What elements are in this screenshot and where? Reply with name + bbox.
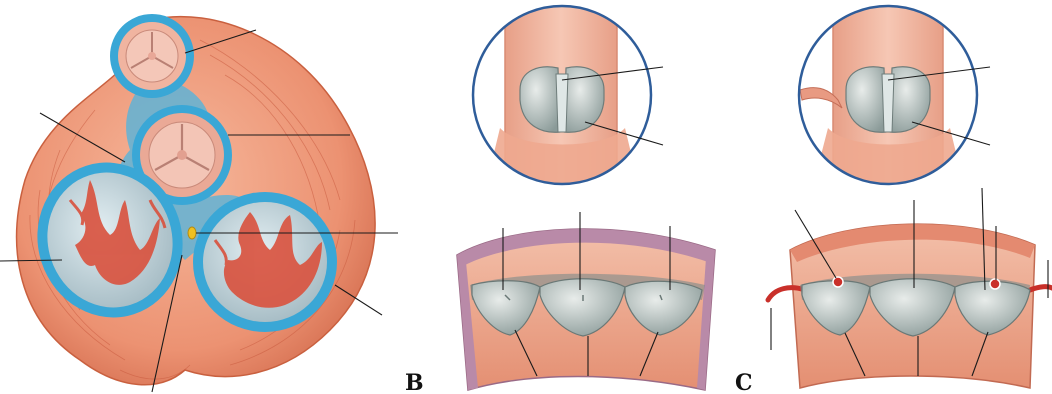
- panel-c-opened-aorta: [768, 224, 1052, 388]
- panel-c-aortic-valve: C: [735, 0, 1052, 394]
- pulmonary-valve: [110, 14, 194, 98]
- panel-b-magnifier: [470, 0, 655, 190]
- panel-a-valve-plane: [0, 14, 398, 392]
- panel-label-b: B: [405, 370, 424, 394]
- panel-b-semilunar-valve: B: [405, 0, 715, 394]
- right-coronary-ostium: [990, 279, 1000, 289]
- coronary-sinus-nodule: [188, 227, 196, 239]
- left-coronary-ostium: [833, 277, 843, 287]
- tricuspid-valve: [193, 192, 337, 332]
- panel-b-opened-vessel: [457, 229, 715, 390]
- panel-label-c: C: [735, 370, 753, 394]
- panel-c-magnifier: [795, 0, 980, 190]
